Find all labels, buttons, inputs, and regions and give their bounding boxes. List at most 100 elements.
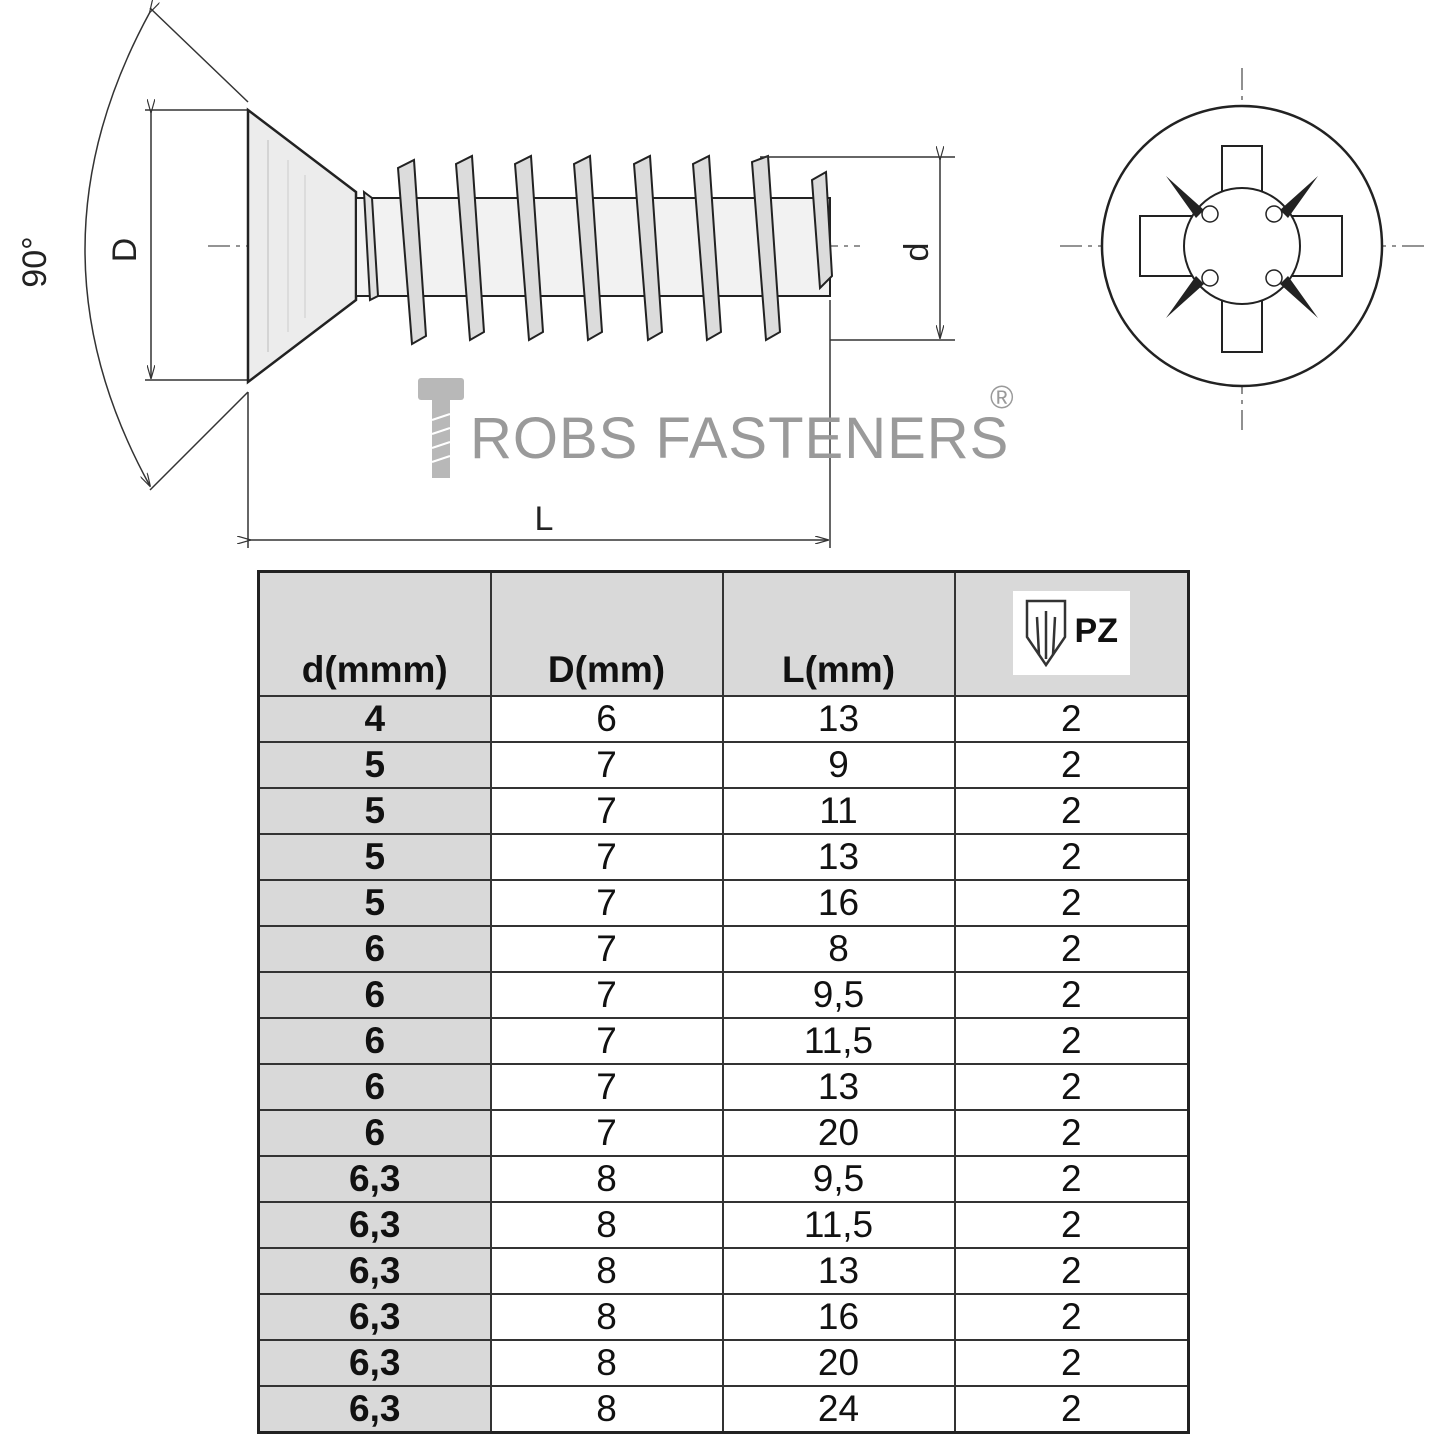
cell-drive-size: 2 <box>953 1017 1190 1065</box>
cell-head-diameter: 8 <box>489 1155 724 1203</box>
cell-drive-size: 2 <box>953 695 1190 743</box>
cell-drive-size: 2 <box>953 741 1190 789</box>
head-diameter-label: D <box>106 238 144 263</box>
cell-thread-diameter: 6 <box>257 925 492 973</box>
cell-drive-size: 2 <box>953 1247 1190 1295</box>
cell-drive-size: 2 <box>953 833 1190 881</box>
screw-head-end-view <box>1060 68 1430 430</box>
thread-diameter-dimension <box>760 157 955 341</box>
cell-head-diameter: 7 <box>489 741 724 789</box>
cell-length: 24 <box>721 1385 956 1434</box>
pozidriv-bit-icon <box>1025 599 1066 667</box>
cell-length: 9 <box>721 741 956 789</box>
cell-drive-size: 2 <box>953 1385 1190 1434</box>
cell-thread-diameter: 6,3 <box>257 1247 492 1295</box>
cell-length: 11,5 <box>721 1201 956 1249</box>
thread-diameter-label: d <box>898 243 936 262</box>
cell-length: 13 <box>721 1247 956 1295</box>
cell-thread-diameter: 6,3 <box>257 1385 492 1434</box>
cell-drive-size: 2 <box>953 1293 1190 1341</box>
cell-head-diameter: 7 <box>489 833 724 881</box>
cell-length: 13 <box>721 833 956 881</box>
cell-length: 11,5 <box>721 1017 956 1065</box>
cell-head-diameter: 8 <box>489 1339 724 1387</box>
pz-drive-badge: PZ <box>1012 590 1130 675</box>
cell-thread-diameter: 6 <box>257 971 492 1019</box>
cell-head-diameter: 7 <box>489 1109 724 1157</box>
brand-watermark: ROBS FASTENERS <box>470 406 1009 471</box>
header-thread-diameter: d(mmm) <box>257 570 492 697</box>
angle-dimension <box>84 8 249 491</box>
screw-technical-drawing: 90° D d L <box>16 0 1430 548</box>
table-header-row: d(mmm) D(mm) L(mm) PZ <box>257 570 1190 697</box>
length-dimension <box>248 300 831 548</box>
pz-label: PZ <box>1074 612 1118 650</box>
cell-head-diameter: 7 <box>489 925 724 973</box>
cell-length: 16 <box>721 879 956 927</box>
cell-length: 16 <box>721 1293 956 1341</box>
cell-length: 9,5 <box>721 1155 956 1203</box>
cell-thread-diameter: 5 <box>257 741 492 789</box>
cell-drive-size: 2 <box>953 971 1190 1019</box>
cell-drive-size: 2 <box>953 1063 1190 1111</box>
cell-head-diameter: 7 <box>489 1063 724 1111</box>
screw-head <box>246 107 358 385</box>
length-label: L <box>535 500 554 538</box>
cell-thread-diameter: 5 <box>257 833 492 881</box>
cell-length: 20 <box>721 1339 956 1387</box>
cell-drive-size: 2 <box>953 1155 1190 1203</box>
cell-head-diameter: 8 <box>489 1385 724 1434</box>
cell-thread-diameter: 5 <box>257 787 492 835</box>
cell-length: 11 <box>721 787 956 835</box>
cell-thread-diameter: 6 <box>257 1063 492 1111</box>
screw-shank <box>355 154 834 346</box>
cell-head-diameter: 8 <box>489 1201 724 1249</box>
cell-length: 20 <box>721 1109 956 1157</box>
cell-thread-diameter: 5 <box>257 879 492 927</box>
cell-head-diameter: 8 <box>489 1247 724 1295</box>
cell-thread-diameter: 6,3 <box>257 1339 492 1387</box>
cell-thread-diameter: 6,3 <box>257 1155 492 1203</box>
angle-label: 90° <box>16 236 54 287</box>
header-drive: PZ <box>953 570 1190 697</box>
cell-length: 13 <box>721 1063 956 1111</box>
cell-thread-diameter: 6,3 <box>257 1201 492 1249</box>
cell-head-diameter: 7 <box>489 971 724 1019</box>
cell-drive-size: 2 <box>953 787 1190 835</box>
cell-length: 13 <box>721 695 956 743</box>
brand-logo <box>418 378 464 478</box>
cell-drive-size: 2 <box>953 925 1190 973</box>
header-head-diameter: D(mm) <box>489 570 724 697</box>
cell-drive-size: 2 <box>953 1109 1190 1157</box>
cell-drive-size: 2 <box>953 1201 1190 1249</box>
cell-thread-diameter: 6 <box>257 1017 492 1065</box>
cell-head-diameter: 8 <box>489 1293 724 1341</box>
cell-head-diameter: 6 <box>489 695 724 743</box>
cell-head-diameter: 7 <box>489 879 724 927</box>
cell-drive-size: 2 <box>953 879 1190 927</box>
header-length: L(mm) <box>721 570 956 697</box>
cell-head-diameter: 7 <box>489 1017 724 1065</box>
cell-head-diameter: 7 <box>489 787 724 835</box>
cell-thread-diameter: 6 <box>257 1109 492 1157</box>
cell-drive-size: 2 <box>953 1339 1190 1387</box>
cell-thread-diameter: 6,3 <box>257 1293 492 1341</box>
